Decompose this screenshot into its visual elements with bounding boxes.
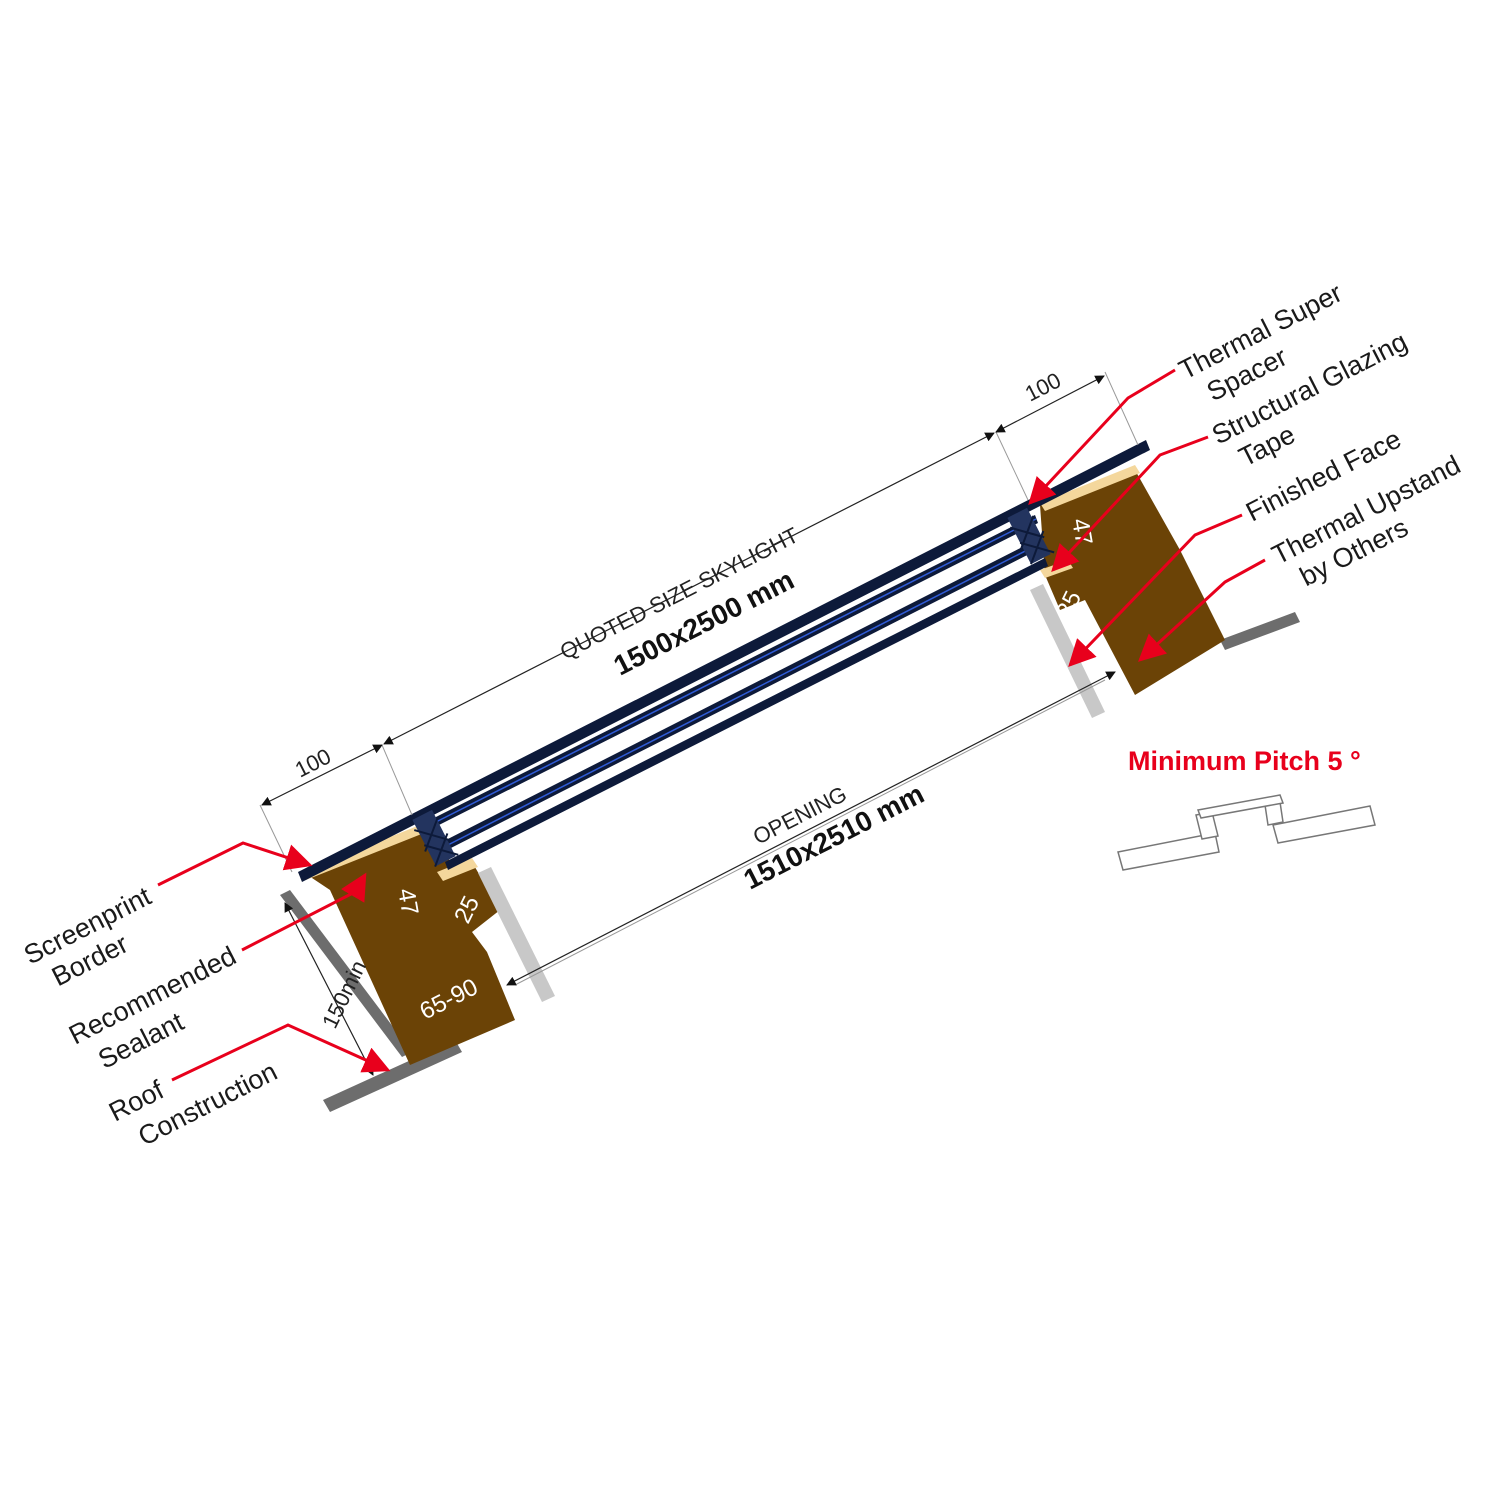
sealant-leader	[241, 872, 367, 952]
leader-lines	[157, 368, 1266, 1082]
left-thermal-spacer	[412, 809, 459, 867]
quoted-size-dimension: 100 100 QUOTED SIZE SKYLIGHT 1500x2500 m…	[261, 368, 1105, 806]
right-overhang-dim-line	[995, 375, 1105, 433]
upstand-leader	[1138, 558, 1266, 662]
upstand-height-dim-line	[284, 902, 374, 1076]
roof-leader	[171, 1023, 391, 1082]
left-overhang-dim-line	[261, 744, 383, 806]
right-thermal-spacer	[1007, 507, 1055, 565]
left-47-value: 47	[392, 886, 423, 917]
right-47-value: 47	[1066, 516, 1097, 547]
pitch-icon-right-roof	[1272, 805, 1376, 844]
right-overhang-value: 100	[1021, 368, 1065, 407]
finished-face-leader	[1068, 513, 1243, 667]
pitch-icon-skylight	[1196, 794, 1285, 819]
right-roof-construction	[1220, 612, 1300, 650]
right-timber-upstand	[1040, 470, 1225, 695]
opening-dim-line	[506, 671, 1116, 986]
screenprint-leader	[157, 841, 313, 887]
pitch-icon-left-roof	[1117, 832, 1220, 871]
left-overhang-value: 100	[291, 744, 335, 783]
spacer-leader	[1028, 368, 1176, 505]
skylight-glazing-unit	[298, 440, 1150, 882]
pitch-icon	[1117, 794, 1376, 871]
left-roof-construction	[323, 1040, 462, 1112]
left-structural-glazing-tape	[437, 858, 478, 881]
minimum-pitch-note: Minimum Pitch 5 °	[1128, 746, 1361, 776]
tape-leader	[1051, 435, 1209, 572]
right-sealant	[1040, 465, 1140, 511]
opening-dimension: OPENING 1510x2510 mm	[506, 671, 1116, 986]
quoted-dim-line	[383, 432, 995, 745]
